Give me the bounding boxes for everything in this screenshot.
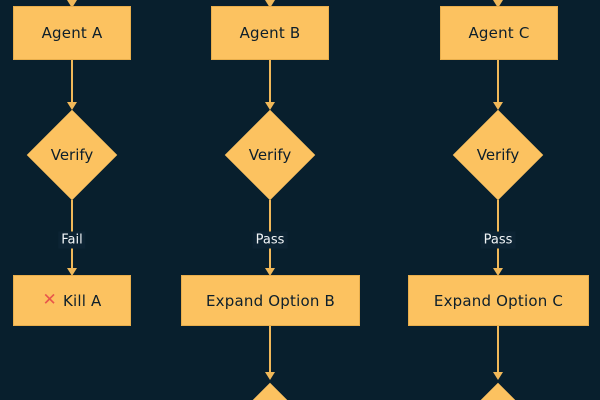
edge-verify-b-to-expand-b-arrowhead bbox=[265, 268, 275, 276]
node-agent-c[interactable]: Agent C bbox=[440, 6, 558, 60]
edge-verify-c-to-expand-c-arrowhead bbox=[493, 268, 503, 276]
node-expand-option-c[interactable]: Expand Option C bbox=[408, 275, 589, 326]
node-decision-c-bottom[interactable] bbox=[452, 382, 544, 400]
edge-into-agent-b-arrowhead bbox=[265, 0, 275, 8]
node-kill-a[interactable]: ✕ Kill A bbox=[13, 275, 131, 326]
node-agent-a-label: Agent A bbox=[41, 24, 103, 42]
node-verify-c[interactable] bbox=[452, 109, 544, 201]
edge-into-agent-c-arrowhead bbox=[493, 0, 503, 8]
node-expand-option-c-label: Expand Option C bbox=[433, 291, 564, 310]
edge-agent-c-to-verify-c-arrowhead bbox=[493, 102, 503, 110]
cross-mark-icon: ✕ bbox=[42, 290, 57, 310]
edge-expand-b-to-next-arrowhead bbox=[265, 372, 275, 380]
node-agent-b-label: Agent B bbox=[239, 24, 301, 42]
node-verify-b[interactable] bbox=[224, 109, 316, 201]
edge-agent-c-to-verify-c bbox=[497, 60, 499, 104]
edge-agent-b-to-verify-b-arrowhead bbox=[265, 102, 275, 110]
edge-label-pass-c: Pass bbox=[480, 231, 516, 249]
node-expand-option-b[interactable]: Expand Option B bbox=[181, 275, 360, 326]
node-agent-b[interactable]: Agent B bbox=[211, 6, 329, 60]
node-kill-a-label: Kill A bbox=[62, 291, 102, 310]
edge-agent-a-to-verify-a bbox=[71, 60, 73, 104]
edge-expand-c-to-next bbox=[497, 326, 499, 374]
edge-agent-a-to-verify-a-arrowhead bbox=[67, 102, 77, 110]
edge-label-fail-a: Fail bbox=[58, 231, 86, 249]
edge-label-pass-b: Pass bbox=[252, 231, 288, 249]
edge-expand-b-to-next bbox=[269, 326, 271, 374]
node-agent-c-label: Agent C bbox=[468, 24, 530, 42]
node-verify-a[interactable] bbox=[26, 109, 118, 201]
edge-expand-c-to-next-arrowhead bbox=[493, 372, 503, 380]
edge-into-agent-a-arrowhead bbox=[67, 0, 77, 8]
edge-agent-b-to-verify-b bbox=[269, 60, 271, 104]
edge-verify-a-to-kill-a-arrowhead bbox=[67, 268, 77, 276]
node-expand-option-b-label: Expand Option B bbox=[206, 291, 335, 310]
node-decision-b-bottom[interactable] bbox=[224, 382, 316, 400]
node-agent-a[interactable]: Agent A bbox=[13, 6, 131, 60]
